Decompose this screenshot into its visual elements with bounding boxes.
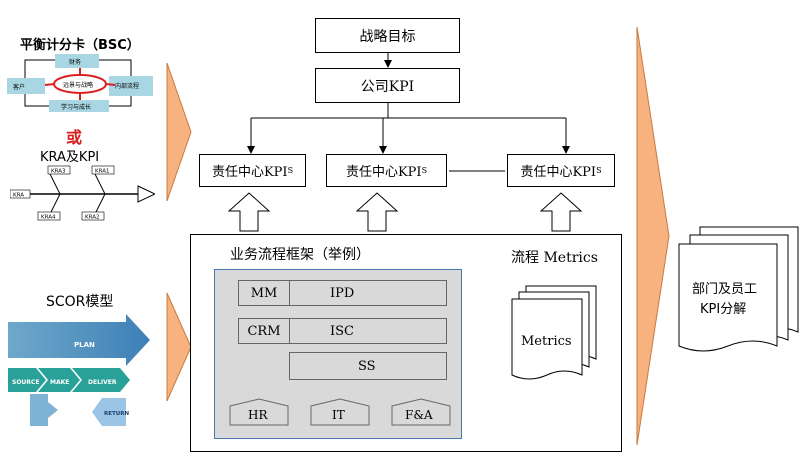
bsc-finance-label: 财务 xyxy=(69,58,81,66)
bsc-title: 平衡计分卡（BSC） xyxy=(20,38,140,53)
scor-diagram: PLAN SOURCE MAKE DELIVER RETURN xyxy=(8,314,150,426)
kra-fishbone: KRA3 KRA1 KRA KRA4 KRA2 xyxy=(10,165,155,221)
metrics-doc-label: Metrics xyxy=(521,334,572,349)
resp-center-label-1: 责任中心KPI xyxy=(211,165,288,180)
bsc-learning-box xyxy=(49,100,109,112)
process-title: 业务流程框架（举例） xyxy=(230,247,370,263)
fa-label: F&A xyxy=(405,408,433,422)
isc-label: ISC xyxy=(330,323,354,339)
scor-return-label: RETURN xyxy=(104,411,129,417)
or-label: 或 xyxy=(66,128,83,147)
support-fa: F&A xyxy=(391,398,451,426)
row-mm-tag: MM xyxy=(238,280,290,306)
resp-center-label-2: 责任中心KPI xyxy=(345,165,422,180)
kra-title: KRA及KPI xyxy=(40,150,100,165)
arrow-right-big xyxy=(636,26,670,446)
crm-label: CRM xyxy=(247,323,281,339)
bsc-process-label: 内部流程 xyxy=(115,82,139,90)
row-isc-bar: ISC xyxy=(289,318,447,344)
strategy-box: 战略目标 xyxy=(315,18,460,53)
bsc-customer-box xyxy=(7,78,45,94)
bsc-learning-label: 学习与成长 xyxy=(61,103,91,111)
kra2-label: KRA2 xyxy=(85,215,99,221)
support-hr: HR xyxy=(229,398,289,426)
scor-source-label: SOURCE xyxy=(12,379,39,386)
scor-plan-label: PLAN xyxy=(74,341,95,349)
ss-label: SS xyxy=(358,358,376,374)
row-crm-tag: CRM xyxy=(238,318,290,344)
resp-center-sub-1: S xyxy=(287,166,294,175)
metrics-title: 流程 Metrics xyxy=(511,250,598,266)
ipd-label: IPD xyxy=(330,285,355,301)
it-label: IT xyxy=(332,408,345,422)
support-it: IT xyxy=(310,398,370,426)
up-arrow-3 xyxy=(540,192,582,232)
arrow-bottom-left xyxy=(166,292,192,402)
bsc-vision-label: 远景与战略 xyxy=(63,81,93,89)
kra1-label: KRA1 xyxy=(95,169,109,175)
output-line2: KPI分解 xyxy=(700,302,747,317)
up-arrow-1 xyxy=(228,192,270,232)
scor-make-label: MAKE xyxy=(50,379,69,386)
resp-center-sub-3: S xyxy=(596,166,602,175)
resp-center-label-3: 责任中心KPI xyxy=(520,165,597,180)
company-kpi-box: 公司KPI xyxy=(315,68,460,103)
output-documents xyxy=(678,226,799,352)
hierarchy-connectors xyxy=(247,53,570,172)
row-ss-bar: SS xyxy=(289,352,447,380)
output-line1: 部门及员工 xyxy=(692,282,758,297)
resp-center-sub-2: S xyxy=(421,166,428,175)
arrow-top-left xyxy=(166,62,192,202)
scor-title: SCOR模型 xyxy=(46,294,114,310)
kra4-label: KRA4 xyxy=(41,215,56,221)
bsc-process-box xyxy=(109,76,153,96)
mm-label: MM xyxy=(250,285,278,301)
up-arrow-2 xyxy=(356,192,398,232)
bsc-diagram: 财务 客户 内部流程 学习与成长 远景与战略 xyxy=(7,54,153,112)
bsc-finance-box xyxy=(55,54,99,68)
bsc-customer-label: 客户 xyxy=(13,83,25,91)
scor-deliver-label: DELIVER xyxy=(88,379,117,386)
hr-label: HR xyxy=(248,408,268,422)
kra-root-label: KRA xyxy=(13,193,24,199)
row-ipd-bar: IPD xyxy=(289,280,447,306)
metrics-documents: Metrics xyxy=(511,285,597,380)
kra3-label: KRA3 xyxy=(51,169,66,175)
